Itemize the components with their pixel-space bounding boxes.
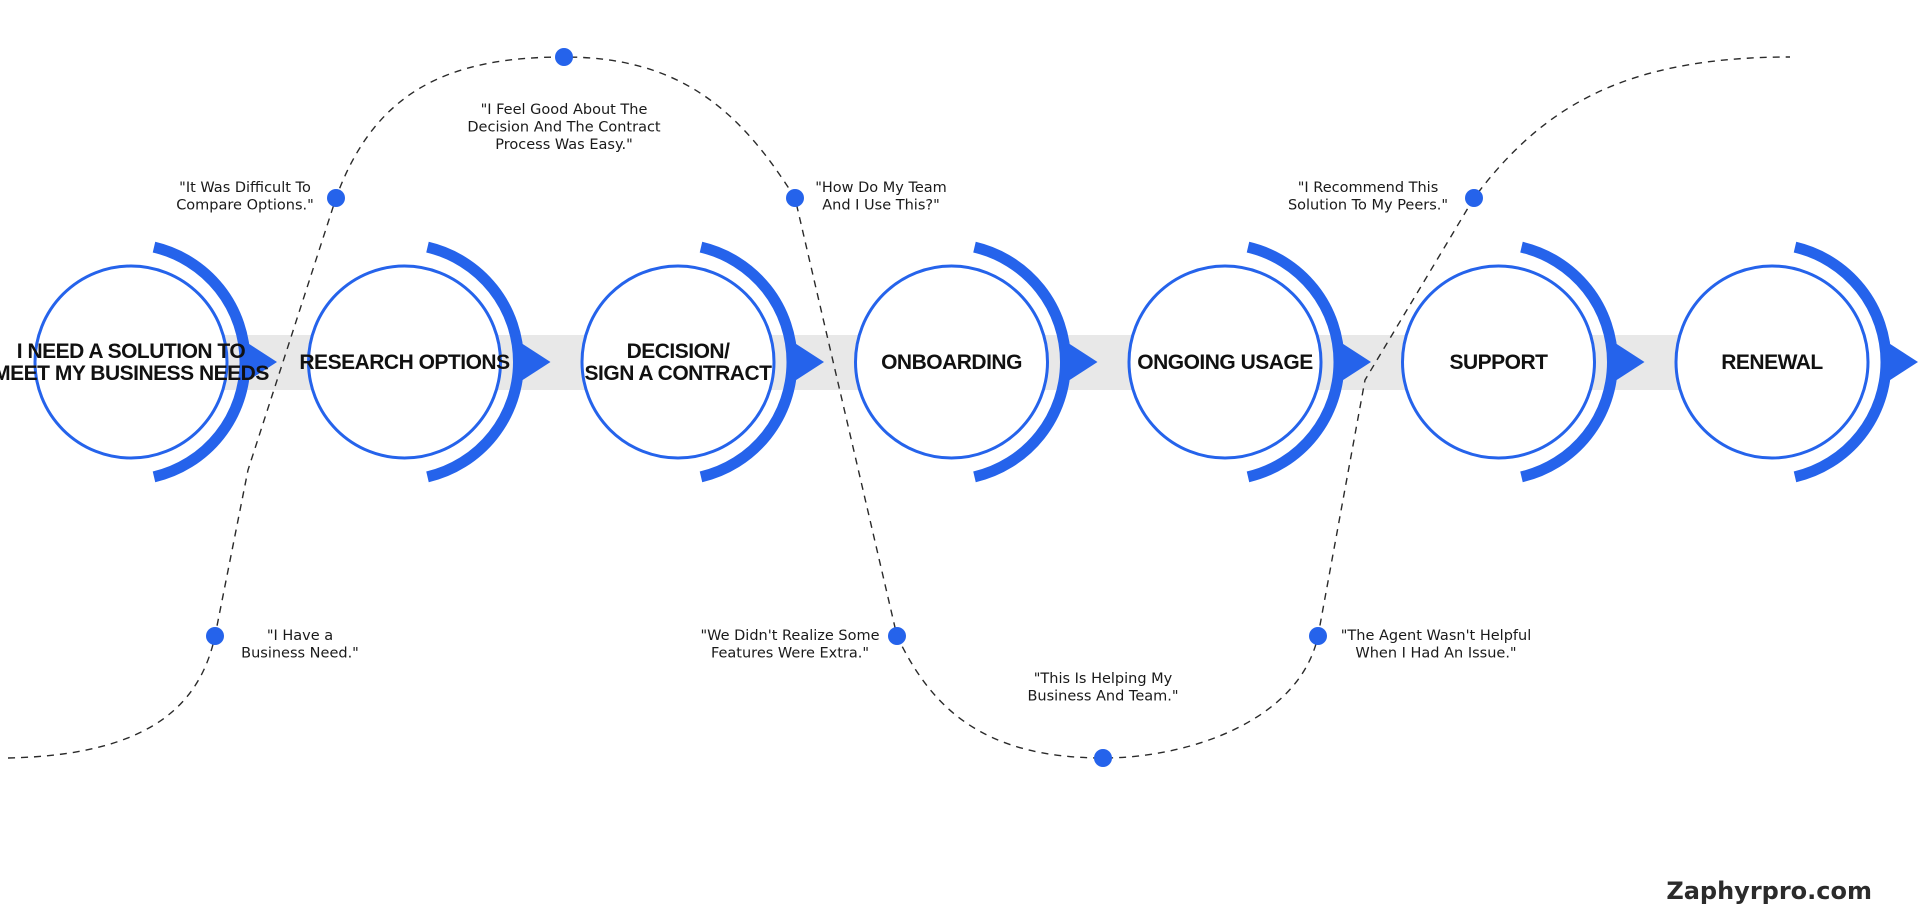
brand-logo: Zaphyrpro.com <box>1666 877 1872 905</box>
quote-dot <box>327 189 345 207</box>
stage-arrow <box>790 340 824 384</box>
quote-dot <box>1094 749 1112 767</box>
quote-text: Process Was Easy." <box>495 137 632 153</box>
quote-text: "The Agent Wasn't Helpful <box>1341 628 1531 644</box>
quote-text: Decision And The Contract <box>467 120 661 136</box>
quote-dot <box>888 627 906 645</box>
quote-text: "How Do My Team <box>815 180 947 196</box>
quote-dot <box>555 48 573 66</box>
quote-dot <box>1309 627 1327 645</box>
quote-text: "I Have a <box>267 628 333 644</box>
stage-circle <box>1674 264 1870 460</box>
stage-node: DECISION/SIGN A CONTRACT <box>580 241 824 483</box>
stage-label: RENEWAL <box>1721 351 1823 374</box>
stage-node: ONBOARDING <box>854 241 1098 483</box>
quote-marker: "It Was Difficult To Compare Options." <box>176 180 345 214</box>
stage-circle <box>854 264 1049 460</box>
quote-dot <box>1465 189 1483 207</box>
stage-circle <box>580 264 776 460</box>
quote-text: Features Were Extra." <box>711 646 869 662</box>
quote-text: And I Use This?" <box>822 198 940 214</box>
stage-arrow <box>1610 340 1645 384</box>
quote-text: "This Is Helping My <box>1034 671 1173 687</box>
stage-label: I NEED A SOLUTION TO <box>17 340 246 363</box>
quote-marker: "This Is Helping My Business And Team." <box>1027 671 1179 767</box>
quote-marker: "I Have a Business Need." <box>206 627 359 662</box>
stage-label: RESEARCH OPTIONS <box>299 351 510 374</box>
stage-circle <box>1401 264 1596 460</box>
stage-node: SUPPORT <box>1401 241 1645 483</box>
quote-text: Compare Options." <box>176 198 314 214</box>
quote-text: "We Didn't Realize Some <box>700 628 879 644</box>
stage-arrow <box>243 340 277 384</box>
quote-text: Business And Team." <box>1027 689 1178 705</box>
stage-label: ONBOARDING <box>881 351 1022 374</box>
quote-text: When I Had An Issue." <box>1355 646 1516 662</box>
stage-arrow <box>1063 340 1098 384</box>
stage-label: MEET MY BUSINESS NEEDS <box>0 362 269 385</box>
stage-circle <box>1127 264 1323 460</box>
stage-arrow <box>1884 340 1918 384</box>
quote-text: Business Need." <box>241 646 359 662</box>
quote-text: "I Recommend This <box>1298 180 1439 196</box>
stage-node: RESEARCH OPTIONS <box>299 241 551 483</box>
quote-dot <box>786 189 804 207</box>
quote-text: "I Feel Good About The <box>481 102 648 118</box>
stage-label: ONGOING USAGE <box>1137 351 1313 374</box>
quote-text: "It Was Difficult To <box>179 180 311 196</box>
stage-node: ONGOING USAGE <box>1127 241 1371 483</box>
stage-arrow <box>1337 340 1371 384</box>
stage-arrow <box>516 340 551 384</box>
stage-node: RENEWAL <box>1674 241 1918 483</box>
stage-label: SIGN A CONTRACT <box>585 362 773 385</box>
quote-text: Solution To My Peers." <box>1288 198 1448 214</box>
stage-circle <box>307 264 502 460</box>
stage-circle <box>33 264 229 460</box>
stage-label: SUPPORT <box>1449 351 1548 374</box>
quote-dot <box>206 627 224 645</box>
stage-label: DECISION/ <box>627 340 731 363</box>
